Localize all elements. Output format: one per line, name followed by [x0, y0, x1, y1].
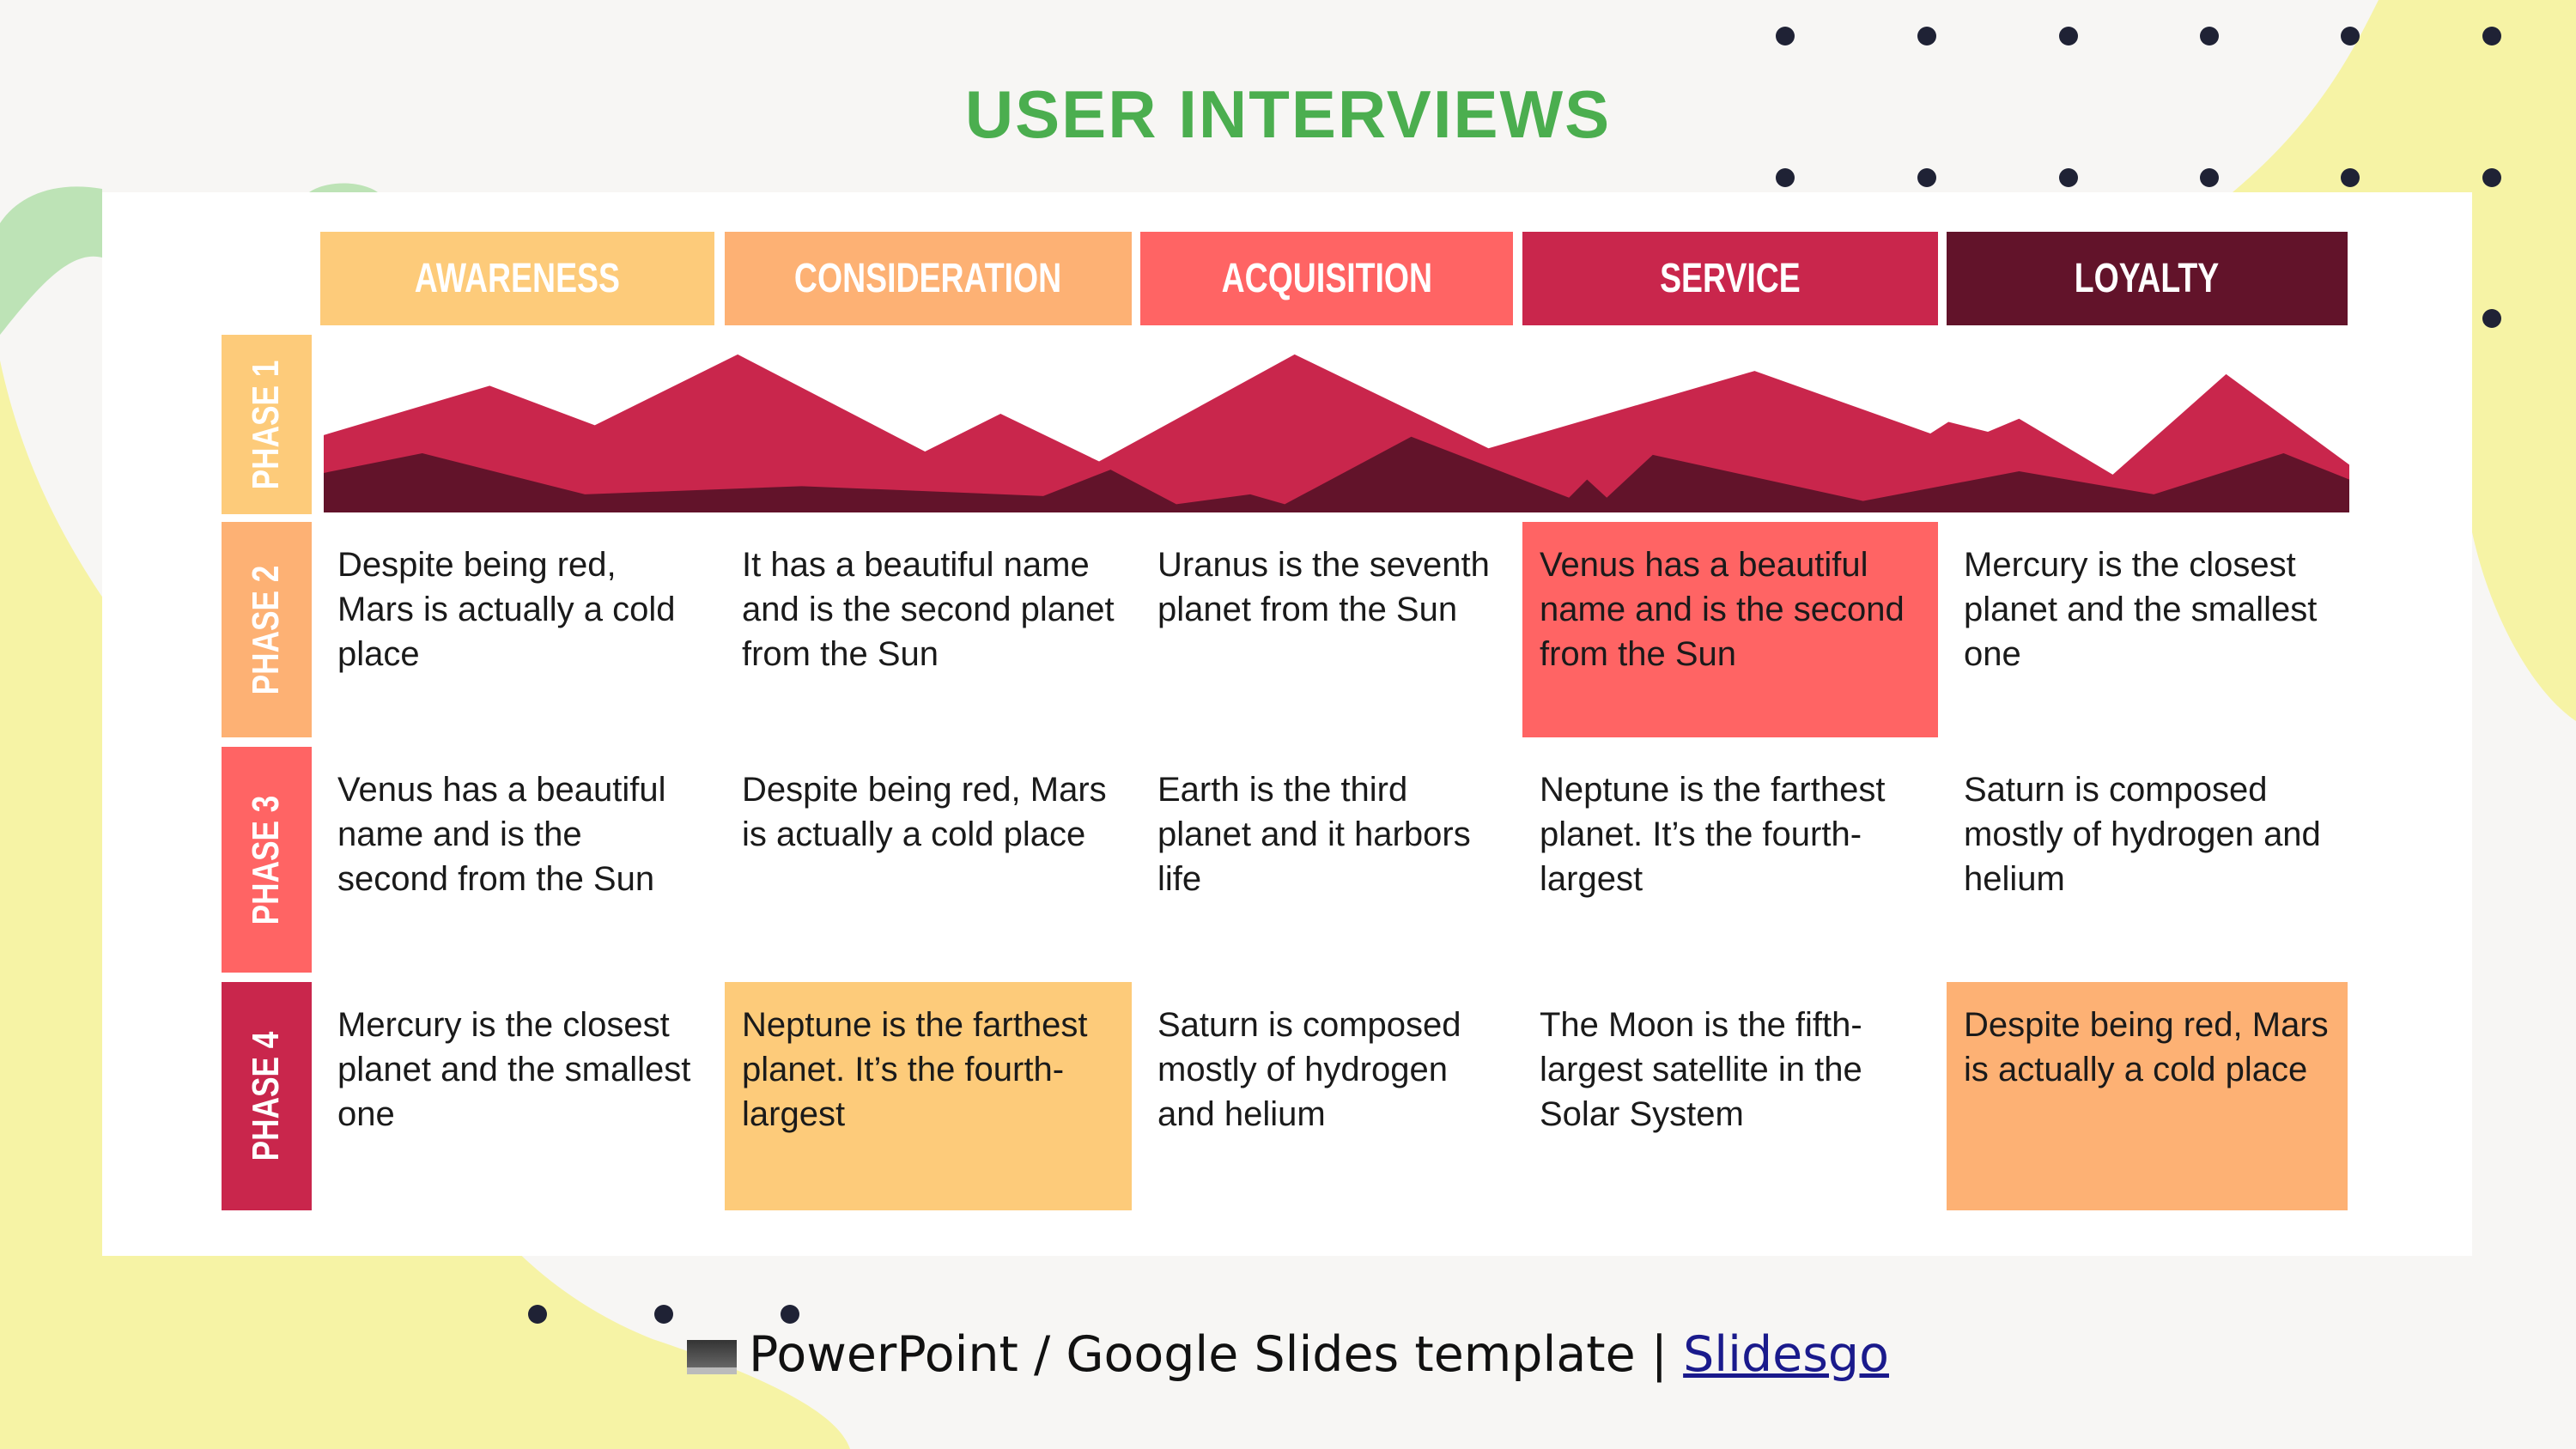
dot: [2482, 27, 2501, 45]
cell-phase4-loyalty: Despite being red, Mars is actually a co…: [1947, 982, 2348, 1210]
cell-phase4-consideration: Neptune is the farthest planet. It’s the…: [725, 982, 1132, 1210]
cell-phase3-consideration: Despite being red, Mars is actually a co…: [742, 771, 1107, 853]
dot: [2200, 27, 2219, 45]
dot: [654, 1305, 673, 1324]
cell-phase2-consideration: It has a beautiful name and is the secon…: [742, 546, 1115, 673]
slidesgo-link[interactable]: Slidesgo: [1683, 1326, 1889, 1383]
cell-phase4-service: The Moon is the fifth-largest satellite …: [1540, 1006, 1862, 1133]
phase-3-label: PHASE 3: [222, 747, 312, 973]
dot: [2482, 168, 2501, 187]
mountain-front: [324, 354, 2349, 512]
mountain-back: [324, 436, 2349, 512]
cell-phase3-loyalty: Saturn is composed mostly of hydrogen an…: [1964, 771, 2321, 898]
dot: [1917, 168, 1936, 187]
cell-phase3-awareness: Venus has a beautiful name and is the se…: [337, 771, 666, 898]
dot: [1917, 27, 1936, 45]
header-service: SERVICE: [1522, 232, 1938, 325]
dot: [2059, 168, 2078, 187]
phase-2-label: PHASE 2: [222, 522, 312, 737]
dot: [2341, 27, 2360, 45]
header-consideration: CONSIDERATION: [725, 232, 1132, 325]
dot: [1776, 168, 1795, 187]
dot: [1776, 27, 1795, 45]
cell-phase3-acquisition: Earth is the third planet and it harbors…: [1157, 771, 1471, 898]
phase-4-label: PHASE 4: [222, 982, 312, 1210]
cell-phase4-acquisition: Saturn is composed mostly of hydrogen an…: [1157, 1006, 1461, 1133]
mountain-illustration: [324, 354, 2349, 512]
cell-phase2-service: Venus has a beautiful name and is the se…: [1522, 522, 1938, 737]
header-awareness: AWARENESS: [320, 232, 714, 325]
page-title: USER INTERVIEWS: [964, 76, 1612, 152]
cell-phase4-awareness: Mercury is the closest planet and the sm…: [337, 1006, 691, 1133]
cell-phase2-awareness: Despite being red, Mars is actually a co…: [337, 546, 676, 673]
footer-text: PowerPoint / Google Slides template |: [749, 1326, 1668, 1383]
laptop-icon: [687, 1340, 738, 1374]
footer-credit: PowerPoint / Google Slides template | Sl…: [0, 1326, 2576, 1383]
dot: [528, 1305, 547, 1324]
dot: [2482, 309, 2501, 328]
dot: [2059, 27, 2078, 45]
phase-1-label: PHASE 1: [222, 335, 312, 514]
cell-phase2-loyalty: Mercury is the closest planet and the sm…: [1964, 546, 2318, 673]
dot: [781, 1305, 799, 1324]
header-loyalty: LOYALTY: [1947, 232, 2348, 325]
dot: [2200, 168, 2219, 187]
cell-phase3-service: Neptune is the farthest planet. It’s the…: [1540, 771, 1886, 898]
dot: [2341, 168, 2360, 187]
header-acquisition: ACQUISITION: [1140, 232, 1513, 325]
cell-phase2-acquisition: Uranus is the seventh planet from the Su…: [1157, 546, 1490, 628]
